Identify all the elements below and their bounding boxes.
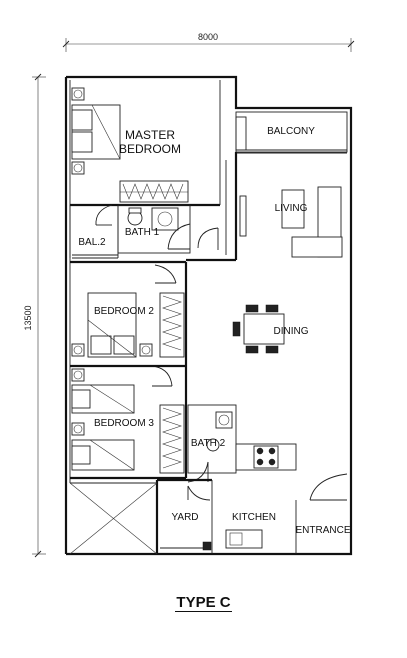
height-dimension: 13500 (23, 73, 46, 558)
width-dimension: 8000 (62, 32, 355, 52)
living-area: LIVING (275, 186, 343, 258)
bedroom-2-label: BEDROOM 2 (94, 306, 154, 317)
entrance: ENTRANCE (295, 473, 351, 554)
outer-walls (64, 75, 353, 556)
bath-2: BATH 2 (187, 404, 237, 483)
bath-1-label: BATH 1 (125, 227, 160, 238)
master-bedroom-label-line2: BEDROOM (119, 142, 181, 156)
yard: YARD (157, 478, 213, 554)
master-bedroom-label-line1: MASTER (125, 128, 175, 142)
balcony-label: BALCONY (267, 126, 315, 137)
dining-table (243, 313, 285, 345)
balcony: BALCONY (235, 111, 348, 154)
plan-title: TYPE C (0, 594, 407, 612)
plan-title-text: TYPE C (175, 594, 232, 612)
dining-area: DINING (232, 304, 309, 354)
dining-label: DINING (274, 326, 309, 337)
outside-area (69, 482, 158, 555)
master-wardrobe (119, 180, 189, 203)
width-dimension-label: 8000 (198, 32, 218, 42)
bedroom-3: BEDROOM 3 (70, 366, 188, 480)
bath-1: BATH 1 (117, 204, 191, 254)
bedroom-3-wardrobe (159, 404, 185, 474)
entrance-label: ENTRANCE (295, 525, 350, 536)
bedroom-3-label: BEDROOM 3 (94, 418, 154, 429)
yard-label: YARD (171, 512, 198, 523)
kitchen-label: KITCHEN (232, 512, 276, 523)
bal-2-label: BAL.2 (78, 237, 106, 248)
bath-2-label: BATH 2 (191, 438, 226, 449)
kitchen: KITCHEN (225, 443, 297, 549)
bal-2: BAL.2 (69, 204, 119, 259)
bedroom-2: BEDROOM 2 (70, 260, 188, 368)
master-bedroom: MASTER BEDROOM (70, 80, 221, 207)
height-dimension-label: 13500 (23, 305, 33, 330)
living-sliding-door (225, 152, 247, 260)
bedroom-2-wardrobe (159, 292, 185, 358)
living-label: LIVING (275, 203, 308, 214)
